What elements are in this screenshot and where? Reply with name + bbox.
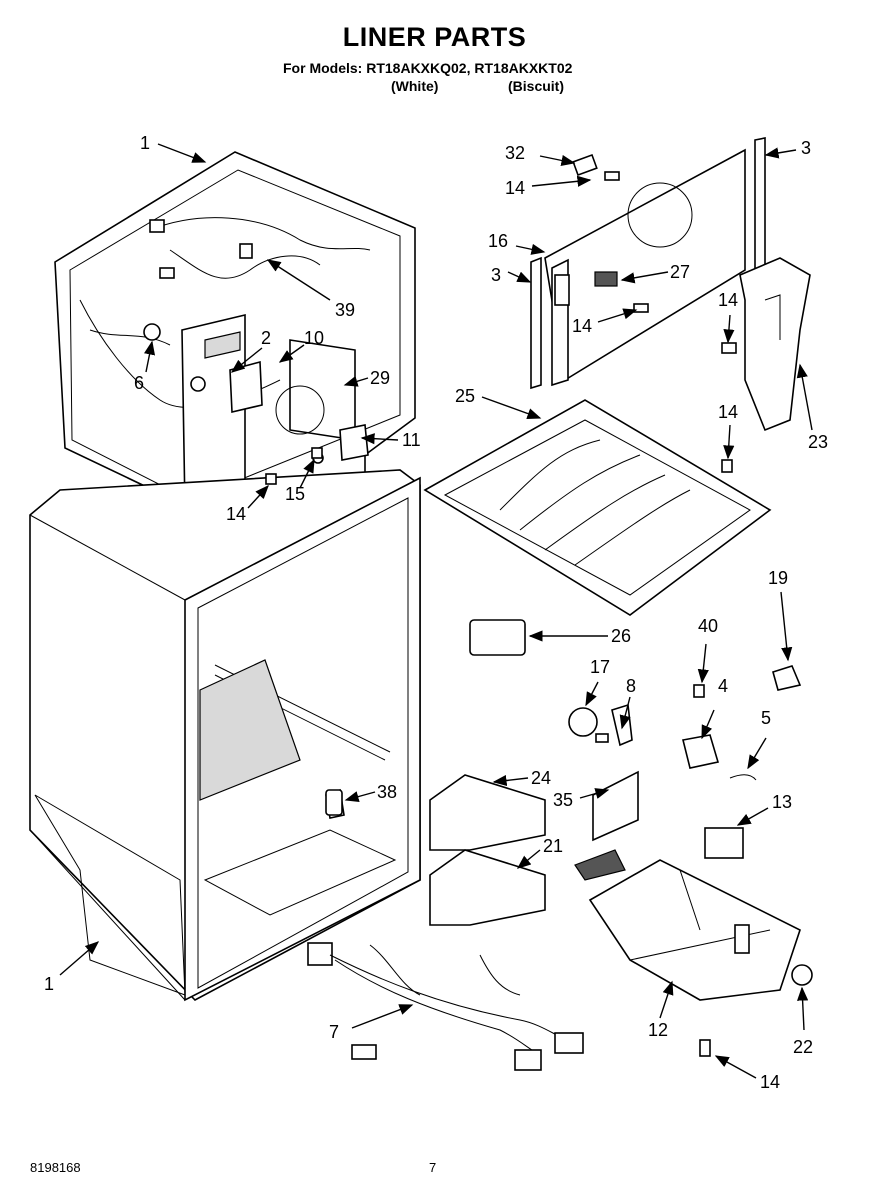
callout-39: 39 bbox=[335, 300, 355, 320]
callout-2: 2 bbox=[261, 328, 271, 348]
part-38-cup bbox=[325, 789, 343, 816]
callout-38: 38 bbox=[377, 782, 397, 802]
page-title: LINER PARTS bbox=[342, 22, 527, 52]
callout-14-c: 14 bbox=[718, 290, 738, 310]
callout-3-left: 3 bbox=[491, 265, 501, 285]
callout-10: 10 bbox=[304, 328, 324, 348]
freezer-shelf-part bbox=[423, 399, 772, 616]
callout-21: 21 bbox=[543, 836, 563, 856]
callout-35: 35 bbox=[553, 790, 573, 810]
callout-6: 6 bbox=[134, 373, 144, 393]
freezer-liner-part bbox=[54, 151, 416, 511]
callout-32: 32 bbox=[505, 143, 525, 163]
part-40-screw bbox=[693, 684, 705, 698]
callout-14-e: 14 bbox=[226, 504, 246, 524]
callout-14-d: 14 bbox=[718, 402, 738, 422]
callout-5: 5 bbox=[761, 708, 771, 728]
callout-16: 16 bbox=[488, 231, 508, 251]
part-26-block bbox=[469, 619, 526, 656]
callout-40: 40 bbox=[698, 616, 718, 636]
fresh-food-liner-part bbox=[29, 469, 421, 1002]
callout-4: 4 bbox=[718, 676, 728, 696]
callout-29: 29 bbox=[370, 368, 390, 388]
callout-11: 11 bbox=[402, 430, 421, 450]
callout-15: 15 bbox=[285, 484, 305, 504]
doc-number: 8198168 bbox=[30, 1160, 81, 1175]
callout-13: 13 bbox=[772, 792, 792, 812]
callout-labels: 1 1 2 3 3 4 5 6 7 8 10 11 12 13 14 14 14… bbox=[44, 133, 828, 1092]
bulb-base bbox=[595, 733, 609, 743]
part-24-duct bbox=[429, 774, 546, 851]
variant-white: (White) bbox=[391, 78, 439, 94]
screw-15 bbox=[311, 447, 323, 459]
part-21-duct bbox=[429, 849, 546, 926]
callout-17: 17 bbox=[590, 657, 610, 677]
callout-14-b: 14 bbox=[572, 316, 592, 336]
callout-12: 12 bbox=[648, 1020, 668, 1040]
part-35-plate bbox=[592, 770, 639, 842]
callout-14-f: 14 bbox=[760, 1072, 780, 1092]
callout-25: 25 bbox=[455, 386, 475, 406]
callout-22: 22 bbox=[793, 1037, 813, 1057]
screw-14-f bbox=[699, 1039, 711, 1057]
callout-27: 27 bbox=[670, 262, 690, 282]
page-number: 7 bbox=[429, 1160, 437, 1175]
light-bulb-part bbox=[568, 707, 598, 737]
part-19-clip bbox=[772, 665, 802, 691]
screw-14-a bbox=[265, 473, 277, 485]
callout-8: 8 bbox=[626, 676, 636, 696]
callout-19: 19 bbox=[768, 568, 788, 588]
wiring-harness-part bbox=[307, 942, 584, 1071]
callout-7: 7 bbox=[329, 1022, 339, 1042]
evaporator-cover-part bbox=[530, 137, 766, 390]
callout-24: 24 bbox=[531, 768, 551, 788]
callout-23: 23 bbox=[808, 432, 828, 452]
part-8-socket bbox=[611, 703, 633, 747]
models-line: For Models: RT18AKXKQ02, RT18AKXKT02 bbox=[283, 60, 573, 76]
callout-3-right: 3 bbox=[801, 138, 811, 158]
part-4-control bbox=[682, 734, 720, 769]
leader-lines bbox=[59, 143, 813, 1079]
part-5-spring bbox=[729, 774, 757, 781]
variant-biscuit: (Biscuit) bbox=[508, 78, 564, 94]
callout-1-top: 1 bbox=[140, 133, 150, 153]
callout-26: 26 bbox=[611, 626, 631, 646]
callout-14-a: 14 bbox=[505, 178, 525, 198]
callout-1-bottom: 1 bbox=[44, 974, 54, 994]
control-housing-part bbox=[574, 827, 813, 1001]
light-shield-part bbox=[721, 257, 811, 432]
